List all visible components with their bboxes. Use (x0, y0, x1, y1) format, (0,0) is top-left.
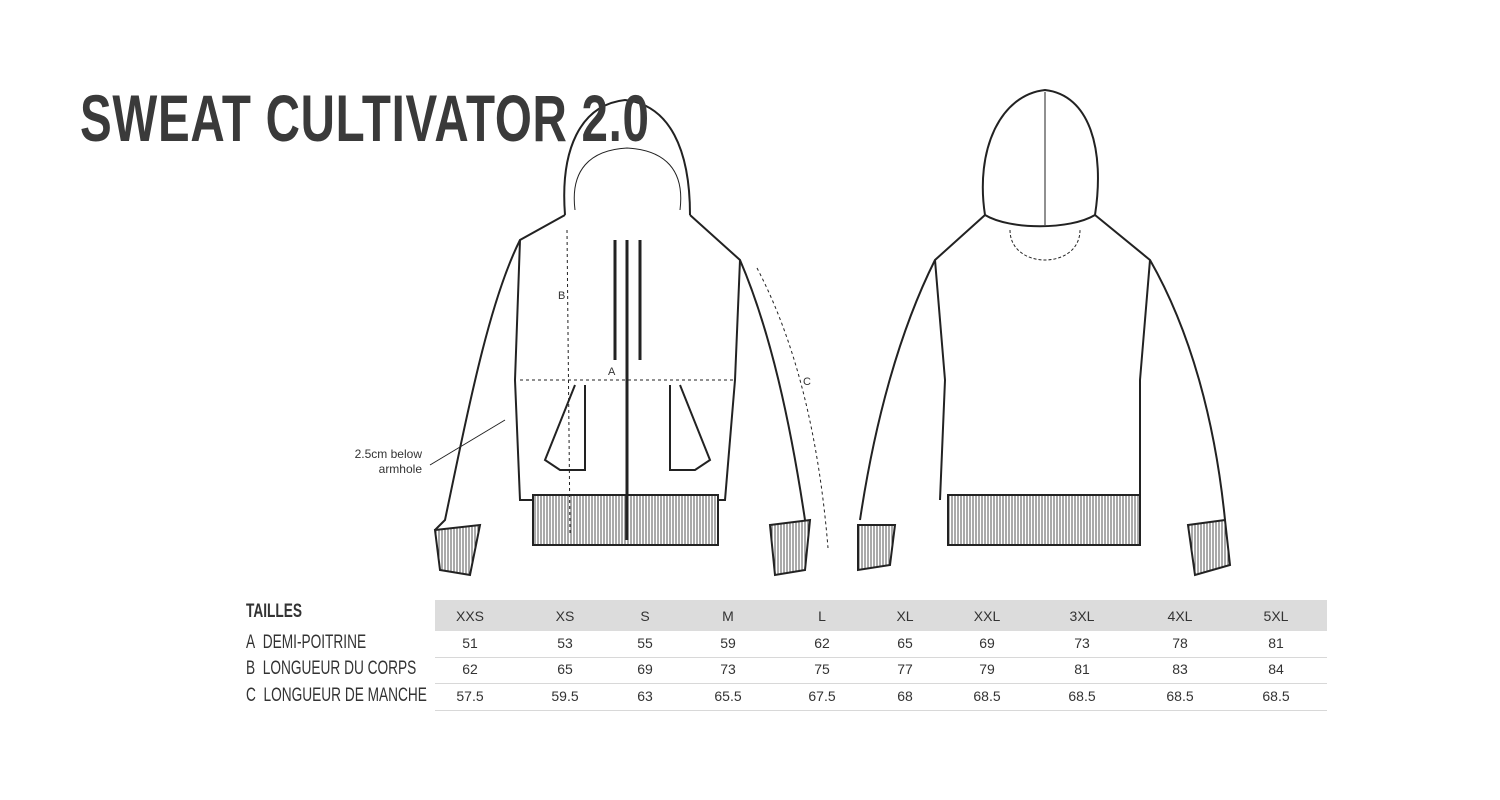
row-name: LONGUEUR DE MANCHE (263, 685, 427, 706)
size-header-5xl: 5XL (1263, 608, 1289, 624)
table-cell: 81 (1074, 661, 1090, 677)
page-title: SWEAT CULTIVATOR 2.0 (80, 81, 650, 155)
size-header-background (435, 600, 1327, 631)
back-view-drawing (857, 88, 1232, 577)
table-cell: 67.5 (808, 688, 836, 704)
row-letter: B (246, 658, 256, 679)
table-cell: 65 (557, 661, 573, 677)
table-cell: 65.5 (714, 688, 742, 704)
size-header-m: M (722, 608, 734, 624)
front-view-drawing (429, 98, 829, 577)
table-cell: 81 (1268, 635, 1284, 651)
table-cell: 69 (637, 661, 653, 677)
table-cell: 59 (720, 635, 736, 651)
table-cell: 68.5 (1262, 688, 1290, 704)
table-cell: 68 (897, 688, 913, 704)
row-divider (435, 683, 1327, 684)
table-cell: 68.5 (1068, 688, 1096, 704)
size-header-xxl: XXL (973, 608, 1001, 624)
table-cell: 68.5 (1166, 688, 1194, 704)
row-divider (435, 710, 1327, 711)
table-cell: 78 (1172, 635, 1188, 651)
table-cell: 69 (979, 635, 995, 651)
table-cell: 59.5 (551, 688, 579, 704)
table-cell: 77 (897, 661, 913, 677)
table-cell: 73 (1074, 635, 1090, 651)
row-label: A DEMI-POITRINE (246, 632, 366, 654)
row-name: DEMI-POITRINE (262, 632, 367, 653)
table-cell: 55 (637, 635, 653, 651)
table-cell: 62 (814, 635, 830, 651)
size-header-l: L (818, 608, 826, 624)
table-cell: 75 (814, 661, 830, 677)
table-cell: 73 (720, 661, 736, 677)
armhole-note: 2.5cm below armhole (330, 447, 422, 477)
size-header-xs: XS (555, 608, 575, 624)
size-header-xl: XL (896, 608, 914, 624)
table-cell: 62 (462, 661, 478, 677)
measure-label-c: C (803, 376, 811, 388)
armhole-note-line1: 2.5cm below (354, 447, 422, 461)
row-name: LONGUEUR DU CORPS (262, 658, 417, 679)
size-header-xxs: XXS (455, 608, 484, 624)
table-cell: 68.5 (973, 688, 1001, 704)
size-header-s: S (640, 608, 650, 624)
table-cell: 79 (979, 661, 995, 677)
row-letter: A (246, 632, 256, 653)
table-cell: 53 (557, 635, 573, 651)
table-cell: 63 (637, 688, 653, 704)
measure-label-b: B (558, 290, 566, 302)
size-header-3xl: 3XL (1069, 608, 1095, 624)
table-cell: 51 (462, 635, 478, 651)
row-letter: C (246, 685, 256, 706)
row-label: B LONGUEUR DU CORPS (246, 658, 416, 680)
size-header-4xl: 4XL (1167, 608, 1193, 624)
sizes-header-label: TAILLES (246, 601, 302, 622)
row-label: C LONGUEUR DE MANCHE (246, 685, 427, 707)
table-cell: 57.5 (456, 688, 484, 704)
measure-label-a: A (608, 366, 616, 378)
armhole-note-line2: armhole (378, 462, 422, 476)
table-cell: 84 (1268, 661, 1284, 677)
table-cell: 65 (897, 635, 913, 651)
table-cell: 83 (1172, 661, 1188, 677)
row-divider (435, 657, 1327, 658)
